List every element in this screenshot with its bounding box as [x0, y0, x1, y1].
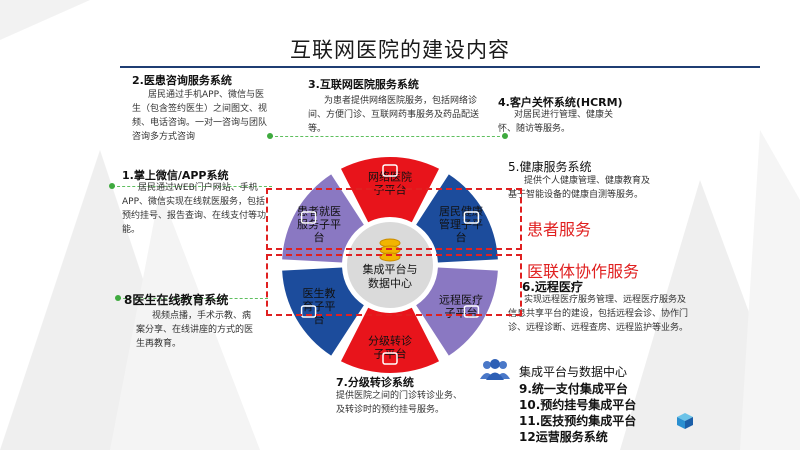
platform-ring-diagram: 网络医院子平台居民健康管理子平台远程医疗子平台分级转诊子平台医生教育子平台患者就… — [282, 157, 498, 373]
block-4-title: 4.客户关怀系统(HCRM) — [498, 96, 623, 109]
block-8-title: 8医生在线教育系统 — [124, 293, 229, 307]
block-6-desc: 实现远程医疗服务管理、远程医疗服务及信息共享平台的建设，包括远程会诊、协作门诊、… — [508, 295, 689, 333]
integration-heading: 集成平台与数据中心 — [519, 365, 628, 379]
ring-segment-label-top-left: 患者就医服务子平台 — [297, 204, 341, 244]
integration-item-12: 12运营服务系统 — [519, 430, 608, 444]
connector-line-left — [112, 186, 272, 187]
ring-segment-label-bottom: 分级转诊子平台 — [368, 334, 412, 361]
block-8-desc: 视频点播，手术示教、病案分享、在线讲座的方式的医生再教育。 — [136, 311, 254, 349]
title-underline — [120, 66, 760, 68]
block-2-title: 2.医患咨询服务系统 — [132, 74, 232, 87]
ring-segment-bottom — [340, 307, 440, 373]
block-6-title: 6.远程医疗 — [522, 280, 583, 294]
connector-line-left-bottom — [118, 298, 268, 299]
ring-segment-label-left: 医生教育子平台 — [302, 286, 335, 326]
block-3-title: 3.互联网医院服务系统 — [308, 78, 419, 91]
page-title: 互联网医院的建设内容 — [290, 38, 510, 62]
patient-services-label: 患者服务 — [527, 220, 592, 239]
ring-segment-label-top-right: 居民健康管理子平台 — [439, 204, 483, 244]
cube-logo-icon — [677, 413, 693, 429]
segment-icon-right — [463, 305, 480, 318]
block-5-title: 5.健康服务系统 — [508, 160, 592, 174]
segment-icon-left — [300, 305, 317, 318]
block-4-desc: 对居民进行管理、健康关怀、随访等服务。 — [498, 110, 614, 134]
block-1-desc: 居民通过WEB门户网站、手机APP、微信实现在线就医服务，包括预约挂号、报告查询… — [122, 183, 267, 235]
hub-circle — [345, 220, 435, 310]
ring-segment-top-right — [416, 174, 498, 263]
segment-icon-top-right — [463, 211, 480, 224]
integration-item-11: 11.医技预约集成平台 — [519, 414, 637, 428]
medical-collab-label: 医联体协作服务 — [527, 262, 640, 281]
segment-icon-bottom — [382, 352, 398, 365]
block-5-desc: 提供个人健康管理、健康教育及基于智能设备的健康自测等服务。 — [508, 176, 651, 200]
medical-collab-box — [266, 254, 522, 316]
connector-dot — [502, 133, 508, 139]
connector-dot — [267, 133, 273, 139]
integration-item-10: 10.预约挂号集成平台 — [519, 398, 637, 412]
users-icon — [480, 359, 510, 380]
block-3-desc: 为患者提供网络医院服务，包括网络诊间、方便门诊、互联网药事服务及药品配送等。 — [308, 96, 480, 134]
ring-segment-right — [416, 267, 498, 356]
block-7-desc: 提供医院之间的门诊转诊业务、及转诊时的预约挂号服务。 — [336, 391, 463, 415]
ring-segment-left — [282, 267, 364, 356]
block-2-desc: 居民通过手机APP、微信与医生（包含签约医生）之间图文、视频、电话咨询。一对一咨… — [132, 90, 268, 142]
integration-item-9: 9.统一支付集成平台 — [519, 382, 628, 396]
block-1-title: 1.掌上微信/APP系统 — [122, 169, 229, 182]
patient-services-box — [266, 188, 522, 250]
connector-line-top — [270, 136, 505, 137]
connector-dot — [115, 295, 121, 301]
segment-icon-top — [382, 164, 398, 177]
connector-dot — [109, 183, 115, 189]
segment-icon-top-left — [300, 211, 317, 224]
ring-segment-top-left — [282, 174, 364, 263]
block-7-title: 7.分级转诊系统 — [336, 376, 414, 389]
hub-label: 集成平台与数据中心 — [363, 262, 418, 290]
ring-segment-label-right: 远程医疗子平台 — [439, 293, 483, 320]
